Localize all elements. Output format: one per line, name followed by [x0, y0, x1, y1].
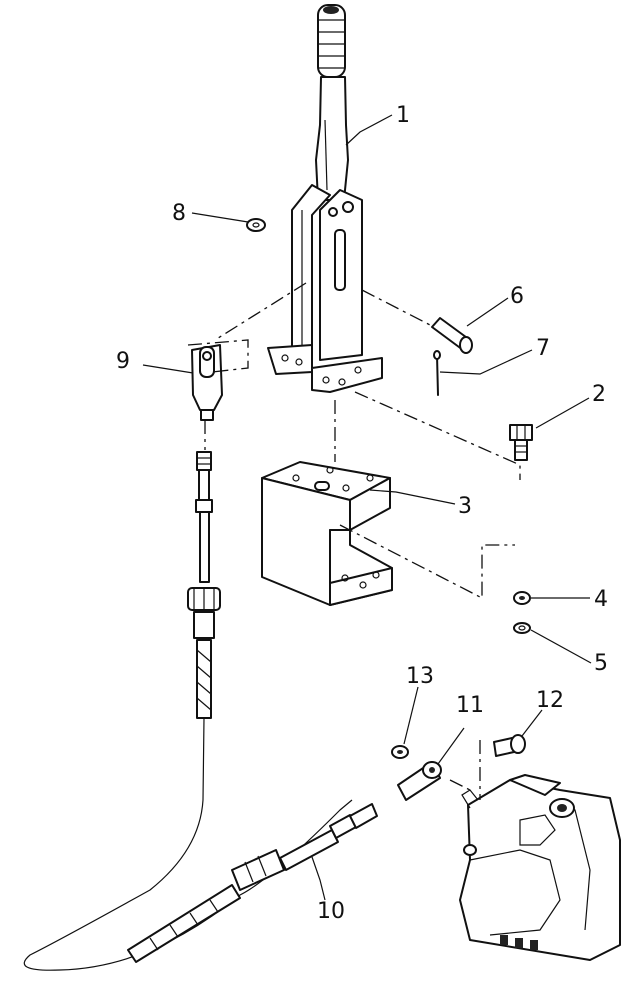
callout-3: 3 — [458, 494, 472, 519]
callouts: 1 2 3 4 5 6 7 8 9 10 11 12 13 — [116, 103, 608, 924]
callout-9: 9 — [116, 349, 130, 374]
pin-6 — [431, 317, 473, 354]
callout-1: 1 — [396, 103, 410, 128]
bolt-12 — [493, 734, 526, 757]
callout-13: 13 — [406, 664, 434, 689]
eye-bolt-11 — [397, 761, 442, 801]
nut-4 — [513, 591, 531, 605]
washer-5 — [513, 622, 531, 634]
nut-13 — [391, 745, 409, 759]
assembly-lines — [187, 282, 521, 800]
callout-10: 10 — [317, 899, 345, 924]
callout-8: 8 — [172, 201, 186, 226]
split-pin-7 — [433, 350, 441, 396]
callout-5: 5 — [594, 651, 608, 676]
callout-11: 11 — [456, 693, 484, 718]
callout-2: 2 — [592, 382, 606, 407]
washer-8 — [246, 218, 266, 232]
callout-12: 12 — [536, 688, 564, 713]
leader-lines — [142, 114, 592, 901]
brake-caliper — [459, 774, 621, 961]
lever-assembly — [267, 4, 383, 393]
callout-4: 4 — [594, 587, 608, 612]
callout-7: 7 — [536, 336, 550, 361]
cable-upper — [23, 451, 378, 971]
callout-6: 6 — [510, 284, 524, 309]
clevis-9 — [191, 344, 223, 421]
bolt-2 — [509, 424, 533, 461]
bracket-3 — [261, 461, 393, 606]
